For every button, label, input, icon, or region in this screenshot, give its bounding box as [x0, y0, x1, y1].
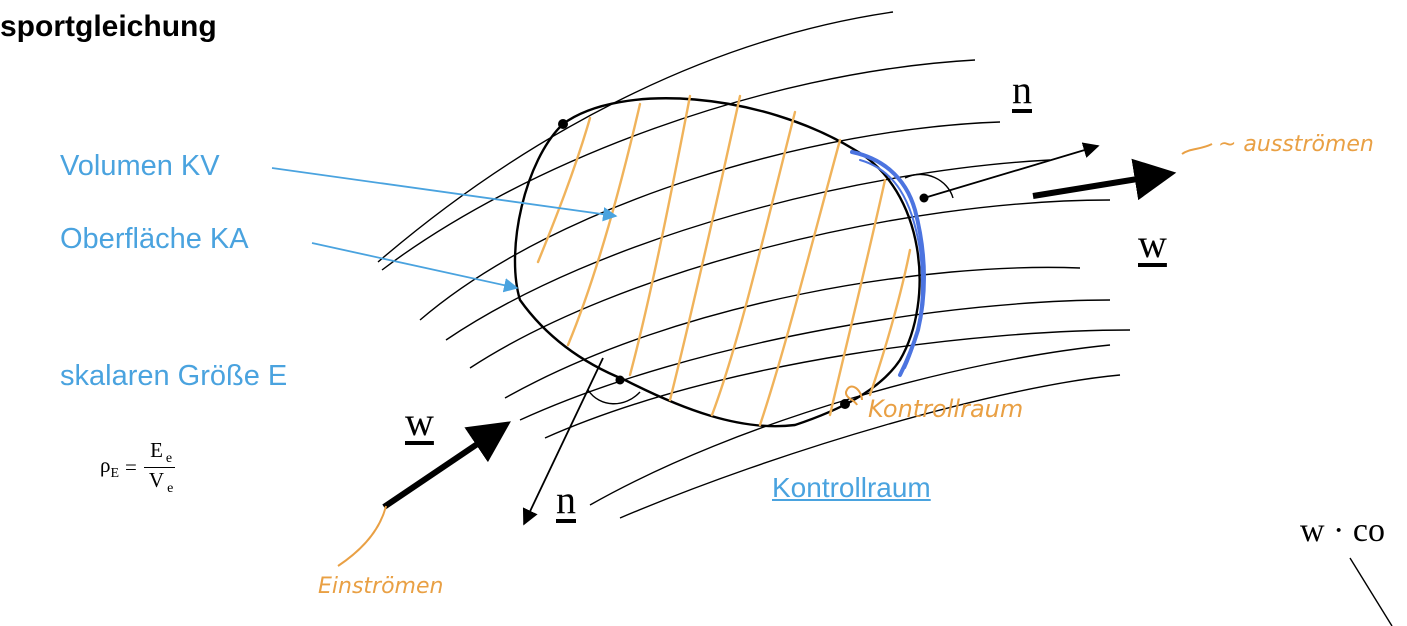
- handwritten-control-space: Kontrollraum: [868, 395, 1024, 423]
- handwritten-outflow: ~ ausströmen: [1218, 132, 1374, 157]
- streamline: [419, 121, 1001, 321]
- hand-curl-control-space: [844, 385, 863, 406]
- hatch-line: [566, 102, 642, 347]
- hatch-line: [710, 110, 797, 417]
- hatch-line: [758, 138, 842, 427]
- vector-label-n-outflow: n: [1012, 67, 1032, 112]
- streamline: [377, 11, 894, 263]
- streamline: [519, 299, 1111, 421]
- hatch-line: [628, 94, 692, 377]
- velocity-arrow-outflow: [1032, 158, 1177, 201]
- streamline: [619, 374, 1121, 519]
- hatch-line: [828, 178, 887, 417]
- streamlines: [377, 11, 1131, 519]
- control-volume-boundary: [513, 97, 921, 428]
- handwritten-inflow: Einströmen: [318, 574, 444, 599]
- pointer-volume: [271, 167, 618, 222]
- label-volume: Volumen KV: [60, 150, 220, 182]
- hand-curl-outflow: [1181, 143, 1213, 155]
- boundary-point: [558, 119, 568, 129]
- hatching: [536, 94, 912, 427]
- label-control-space: Kontrollraum: [772, 472, 931, 503]
- label-surface: Oberfläche KA: [60, 223, 249, 255]
- formula-lhs: ρE: [100, 453, 120, 482]
- normal-vector-inflow: [522, 357, 604, 526]
- outflow-surface: [859, 159, 924, 369]
- partial-expression: w · co: [1300, 512, 1385, 549]
- formula-equals: =: [125, 455, 137, 480]
- streamline: [544, 329, 1131, 439]
- streamline: [381, 59, 976, 271]
- streamline: [445, 159, 1051, 341]
- right-angle-arc: [904, 173, 954, 199]
- velocity-arrow-inflow: [382, 421, 511, 510]
- streamline: [504, 266, 1081, 399]
- streamline: [469, 199, 1111, 369]
- hand-stroke-inflow: [337, 505, 387, 567]
- vector-label-w-inflow: w: [405, 399, 434, 444]
- vector-label-n-inflow: n: [556, 477, 576, 522]
- vector-label-w-outflow: w: [1138, 221, 1167, 266]
- right-angle-arc: [587, 389, 641, 405]
- hatch-line: [536, 116, 592, 264]
- boundary-point: [840, 399, 850, 409]
- label-scalar: skalaren Größe E: [60, 360, 288, 392]
- page-title: sportgleichung: [0, 10, 217, 43]
- pointer-surface: [311, 242, 519, 293]
- right-angle-dot: [615, 375, 625, 385]
- hatch-line: [668, 94, 742, 402]
- hatch-line: [868, 248, 912, 397]
- normal-vector-outflow: [923, 142, 1100, 199]
- pointer-line: [1349, 557, 1393, 626]
